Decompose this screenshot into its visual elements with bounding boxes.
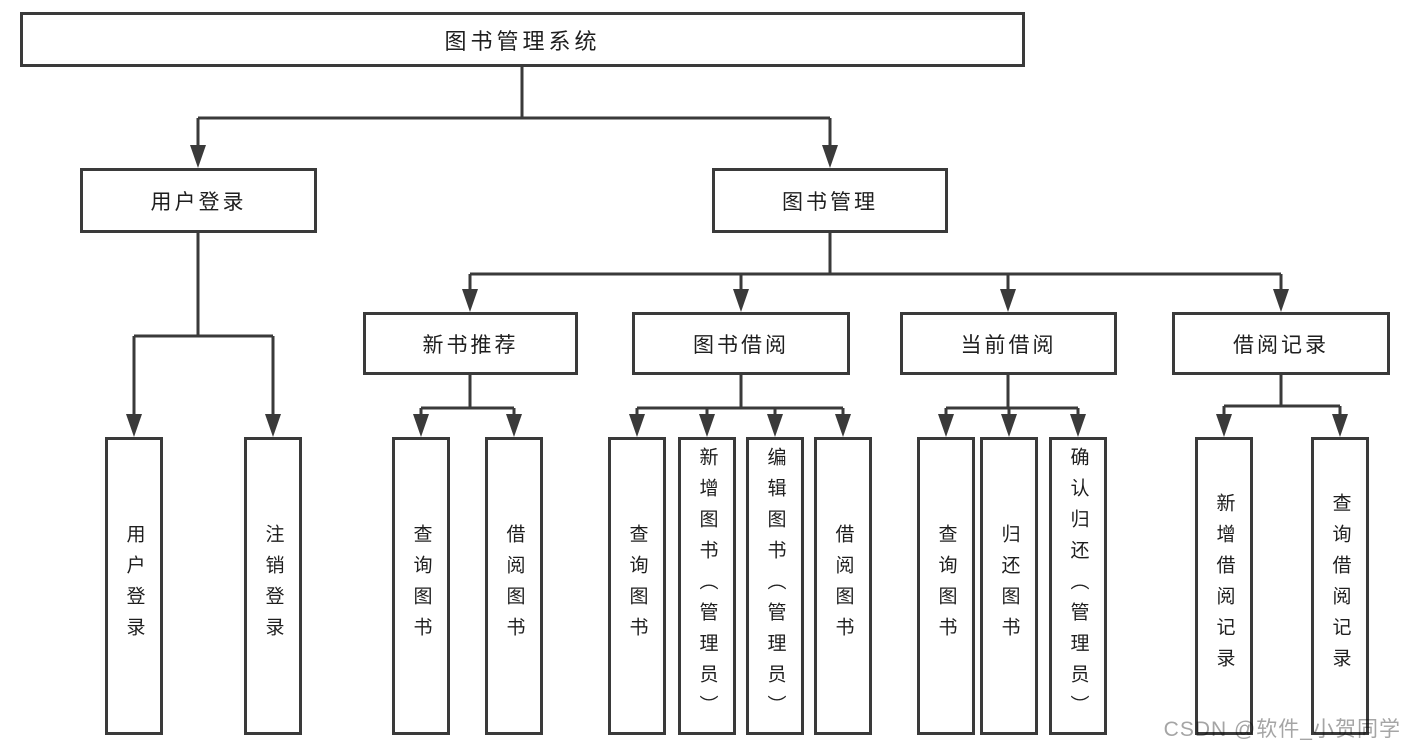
leaf-query-books-recommend: 查询图书 — [392, 437, 450, 735]
leaf-borrow-books-borrowing: 借阅图书 — [814, 437, 872, 735]
csdn-watermark: CSDN @软件_小贺同学 — [1163, 718, 1401, 741]
leaf-return-books: 归还图书 — [980, 437, 1038, 735]
leaf-add-borrow-record-label: 新增借阅记录 — [1213, 493, 1235, 679]
node-current-borrowing: 当前借阅 — [900, 312, 1117, 375]
node-new-book-recommend: 新书推荐 — [363, 312, 578, 375]
leaf-user-login-label: 用户登录 — [123, 524, 145, 648]
leaf-borrow-books-recommend: 借阅图书 — [485, 437, 543, 735]
leaf-logout-label: 注销登录 — [262, 524, 284, 648]
leaf-query-books-borrowing: 查询图书 — [608, 437, 666, 735]
node-borrowing-records: 借阅记录 — [1172, 312, 1390, 375]
leaf-edit-books-admin: 编辑图书（管理员） — [746, 437, 804, 735]
leaf-query-books-recommend-label: 查询图书 — [410, 524, 432, 648]
leaf-add-borrow-record: 新增借阅记录 — [1195, 437, 1253, 735]
leaf-logout: 注销登录 — [244, 437, 302, 735]
tree-edges — [132, 67, 1342, 419]
leaf-query-books-current: 查询图书 — [917, 437, 975, 735]
node-book-borrowing: 图书借阅 — [632, 312, 850, 375]
leaf-query-books-current-label: 查询图书 — [935, 524, 957, 648]
node-user-login: 用户登录 — [80, 168, 317, 233]
leaf-query-borrow-record-label: 查询借阅记录 — [1329, 493, 1351, 679]
leaf-edit-books-admin-label: 编辑图书（管理员） — [764, 446, 786, 726]
leaf-query-books-borrowing-label: 查询图书 — [626, 524, 648, 648]
leaf-borrow-books-recommend-label: 借阅图书 — [503, 524, 525, 648]
leaf-confirm-return-admin: 确认归还（管理员） — [1049, 437, 1107, 735]
node-book-management: 图书管理 — [712, 168, 948, 233]
arrowheads — [126, 145, 1348, 437]
leaf-return-books-label: 归还图书 — [998, 524, 1020, 648]
leaf-user-login: 用户登录 — [105, 437, 163, 735]
leaf-add-books-admin-label: 新增图书（管理员） — [696, 446, 718, 726]
leaf-query-borrow-record: 查询借阅记录 — [1311, 437, 1369, 735]
leaf-add-books-admin: 新增图书（管理员） — [678, 437, 736, 735]
node-root-library-management-system: 图书管理系统 — [20, 12, 1025, 67]
leaf-borrow-books-borrowing-label: 借阅图书 — [832, 524, 854, 648]
leaf-confirm-return-admin-label: 确认归还（管理员） — [1067, 446, 1089, 726]
